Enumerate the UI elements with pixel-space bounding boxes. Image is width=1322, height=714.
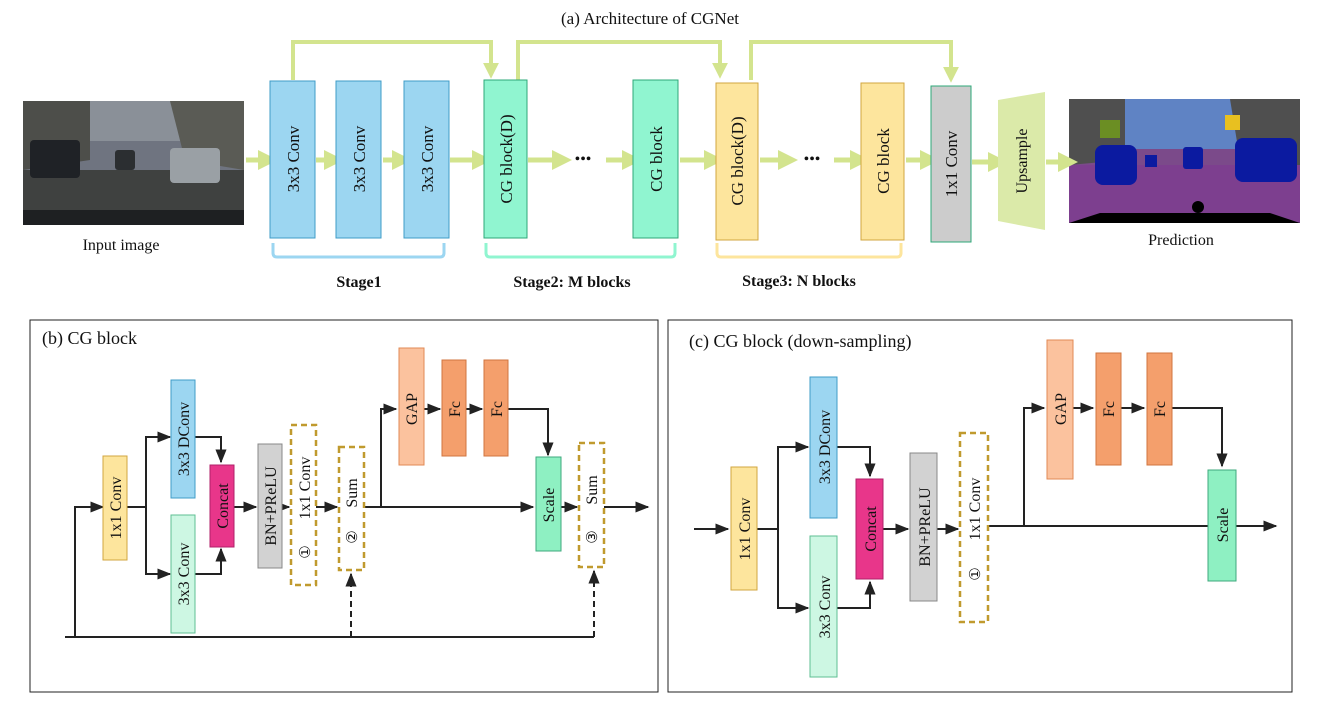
panel-c-fc1: Fc bbox=[1095, 352, 1122, 466]
stage2-cgd-block: CG block(D) bbox=[483, 79, 528, 239]
panel-c-conv1x1-dashed: 1x1 Conv ① bbox=[958, 431, 990, 624]
panel-c-conv3x3-label: 3x3 Conv bbox=[817, 576, 834, 639]
panel-b-dconv: 3x3 DConv bbox=[170, 379, 196, 499]
stage1-conv1-block: 3x3 Conv bbox=[269, 80, 316, 239]
panel-b-bnprelu-label: BN+PReLU bbox=[263, 466, 280, 546]
stage1-label: Stage1 bbox=[336, 274, 381, 291]
stage3-cg-label: CG block bbox=[874, 128, 893, 194]
panel-b-dconv-label: 3x3 DConv bbox=[176, 402, 193, 476]
prediction-image bbox=[1069, 99, 1300, 223]
panel-c-gap-label: GAP bbox=[1053, 393, 1070, 425]
stage3-cg-block: CG block bbox=[860, 82, 905, 241]
panel-c-lines bbox=[694, 402, 1278, 614]
stage1-conv1-label: 3x3 Conv bbox=[284, 125, 303, 192]
panel-c-concat: Concat bbox=[855, 478, 884, 580]
stage2-label: Stage2: M blocks bbox=[513, 274, 630, 291]
panel-b-circ3: ③ bbox=[585, 530, 601, 543]
panel-c-fc1-label: Fc bbox=[1101, 401, 1118, 417]
panel-b-conv3x3-label: 3x3 Conv bbox=[176, 543, 193, 606]
panel-b-frame bbox=[29, 319, 659, 693]
panel-b-concat-label: Concat bbox=[215, 483, 232, 529]
panel-c-conv1x1-label: 1x1 Conv bbox=[737, 498, 754, 561]
panel-b-fc1-label: Fc bbox=[447, 401, 464, 417]
panel-c-title: (c) CG block (down-sampling) bbox=[689, 331, 911, 352]
stage-brackets bbox=[271, 243, 903, 259]
panel-c-conv3x3: 3x3 Conv bbox=[809, 535, 838, 678]
panel-c-conv1x1: 1x1 Conv bbox=[730, 466, 758, 591]
stage1-conv2-block: 3x3 Conv bbox=[335, 80, 382, 239]
panel-c-frame bbox=[667, 319, 1293, 693]
stage3-cgd-block: CG block(D) bbox=[715, 82, 759, 241]
panel-b-title: (b) CG block bbox=[42, 328, 137, 349]
panel-b-circ1: ① bbox=[298, 545, 314, 558]
upsample-block: Upsample bbox=[998, 92, 1045, 230]
panel-c-gap: GAP bbox=[1046, 339, 1074, 480]
flow-arrows-a bbox=[246, 150, 1078, 172]
stage1-conv2-label: 3x3 Conv bbox=[350, 125, 369, 192]
panel-b-sum2-label: Sum bbox=[584, 475, 601, 505]
panel-c-bnprelu-label: BN+PReLU bbox=[917, 487, 934, 567]
panel-c-scale: Scale bbox=[1207, 469, 1237, 582]
panel-b-concat: Concat bbox=[209, 464, 235, 548]
final-conv1x1-block: 1x1 Conv bbox=[930, 85, 972, 243]
stage2-ellipsis: ••• bbox=[575, 151, 592, 168]
panel-b-sum1-label: Sum bbox=[344, 478, 361, 508]
panel-b-conv1x1-dashed: 1x1 Conv ① bbox=[289, 423, 318, 587]
panel-b-conv3x3: 3x3 Conv bbox=[170, 514, 196, 634]
panel-b-dashed-residuals bbox=[345, 569, 600, 637]
panel-b-conv1x1-dashed-label: 1x1 Conv bbox=[297, 457, 314, 520]
panel-c-dconv: 3x3 DConv bbox=[809, 376, 838, 519]
stage2-cgd-label: CG block(D) bbox=[497, 114, 516, 203]
stage2-cg-block: CG block bbox=[632, 79, 679, 239]
panel-b-bnprelu: BN+PReLU bbox=[257, 443, 283, 569]
panel-b-gap-label: GAP bbox=[404, 393, 421, 425]
stage3-label: Stage3: N blocks bbox=[742, 273, 856, 290]
panel-c-scale-label: Scale bbox=[1215, 508, 1232, 543]
panel-b-circ2: ② bbox=[345, 530, 361, 543]
stage1-conv3-block: 3x3 Conv bbox=[403, 80, 450, 239]
panel-b-conv1x1-label: 1x1 Conv bbox=[108, 477, 125, 540]
input-image bbox=[23, 101, 244, 225]
panel-b-fc1: Fc bbox=[441, 359, 467, 457]
panel-b-scale-label: Scale bbox=[541, 488, 558, 523]
panel-b-fc2: Fc bbox=[483, 359, 509, 457]
prediction-label: Prediction bbox=[1148, 232, 1214, 249]
panel-c-fc2-label: Fc bbox=[1152, 401, 1169, 417]
panel-c-concat-label: Concat bbox=[863, 506, 880, 552]
figure-a-title: (a) Architecture of CGNet bbox=[561, 9, 739, 28]
panel-c-bnprelu: BN+PReLU bbox=[909, 452, 938, 602]
input-image-label: Input image bbox=[83, 237, 160, 254]
stage3-cgd-label: CG block(D) bbox=[728, 116, 747, 205]
panel-c-dconv-label: 3x3 DConv bbox=[817, 410, 834, 484]
panel-b-sum1: Sum ② bbox=[337, 445, 366, 572]
stage3-ellipsis: ••• bbox=[804, 151, 821, 168]
panel-c-circ1: ① bbox=[968, 567, 984, 580]
panel-b-conv1x1: 1x1 Conv bbox=[102, 455, 128, 561]
stage2-cg-label: CG block bbox=[647, 126, 666, 192]
panel-b-gap: GAP bbox=[398, 347, 425, 466]
panel-c-fc2: Fc bbox=[1146, 352, 1173, 466]
panel-b-fc2-label: Fc bbox=[489, 401, 506, 417]
panel-b-scale: Scale bbox=[535, 456, 562, 552]
upsample-label: Upsample bbox=[1014, 129, 1031, 194]
stage1-conv3-label: 3x3 Conv bbox=[418, 125, 437, 192]
panel-c-conv1x1-dashed-label: 1x1 Conv bbox=[967, 478, 984, 541]
final-conv1x1-label: 1x1 Conv bbox=[942, 130, 961, 197]
panel-b-lines bbox=[65, 403, 650, 638]
skip-connections-a bbox=[291, 40, 959, 83]
panel-b-sum2: Sum ③ bbox=[577, 441, 606, 569]
